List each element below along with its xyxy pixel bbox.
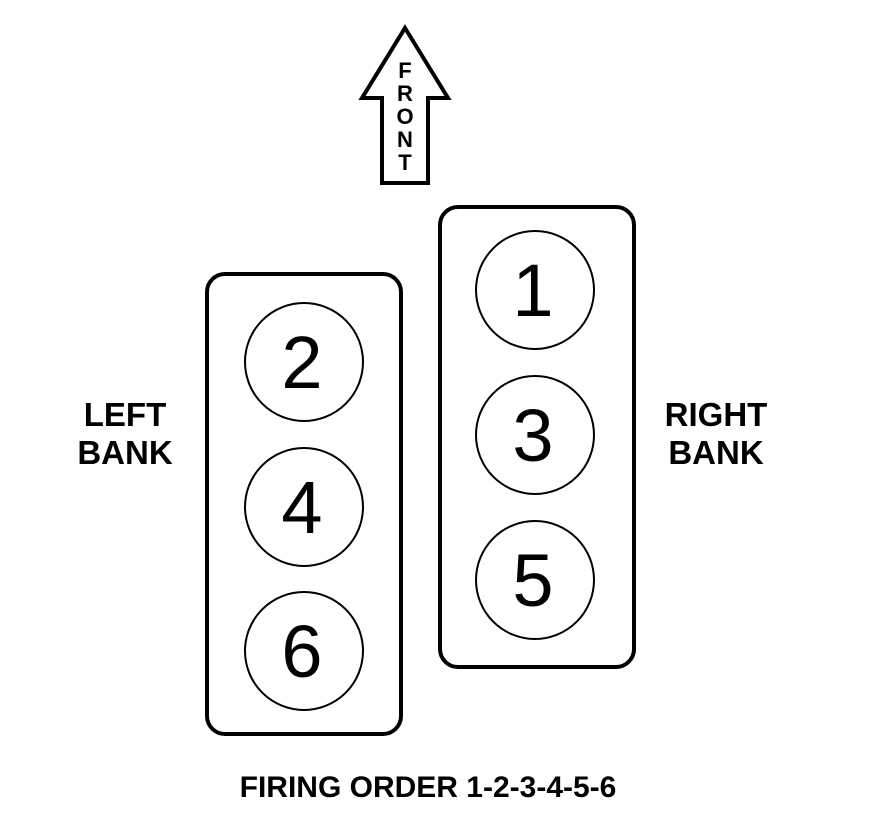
- cylinder-6: [244, 591, 364, 711]
- right-bank-label-line2: BANK: [668, 434, 763, 471]
- left-bank: 2 4 6: [205, 272, 403, 736]
- cylinder-6-number: 6: [281, 610, 322, 693]
- right-bank-label-line1: RIGHT: [665, 396, 768, 433]
- front-letter-1: F: [398, 58, 411, 83]
- left-bank-label-line1: LEFT: [84, 396, 166, 433]
- cylinder-2-number: 2: [281, 321, 322, 404]
- front-letter-4: N: [397, 127, 413, 152]
- cylinder-1: [475, 230, 595, 350]
- front-arrow-icon: [358, 24, 452, 185]
- cylinder-5-number: 5: [512, 539, 553, 622]
- front-letter-5: T: [398, 150, 412, 175]
- cylinder-1-number: 1: [512, 249, 553, 332]
- cylinder-2: [244, 302, 364, 422]
- right-bank: 1 3 5: [438, 205, 636, 669]
- firing-order-caption: FIRING ORDER 1-2-3-4-5-6: [240, 771, 617, 804]
- cylinder-5: [475, 520, 595, 640]
- cylinder-4: [244, 447, 364, 567]
- cylinder-3-number: 3: [512, 394, 553, 477]
- cylinder-4-number: 4: [281, 466, 322, 549]
- cylinder-3: [475, 375, 595, 495]
- left-bank-label-line2: BANK: [77, 434, 172, 471]
- front-letter-2: R: [397, 81, 413, 106]
- front-arrow: F R O N T: [358, 24, 452, 185]
- front-letter-3: O: [396, 104, 413, 129]
